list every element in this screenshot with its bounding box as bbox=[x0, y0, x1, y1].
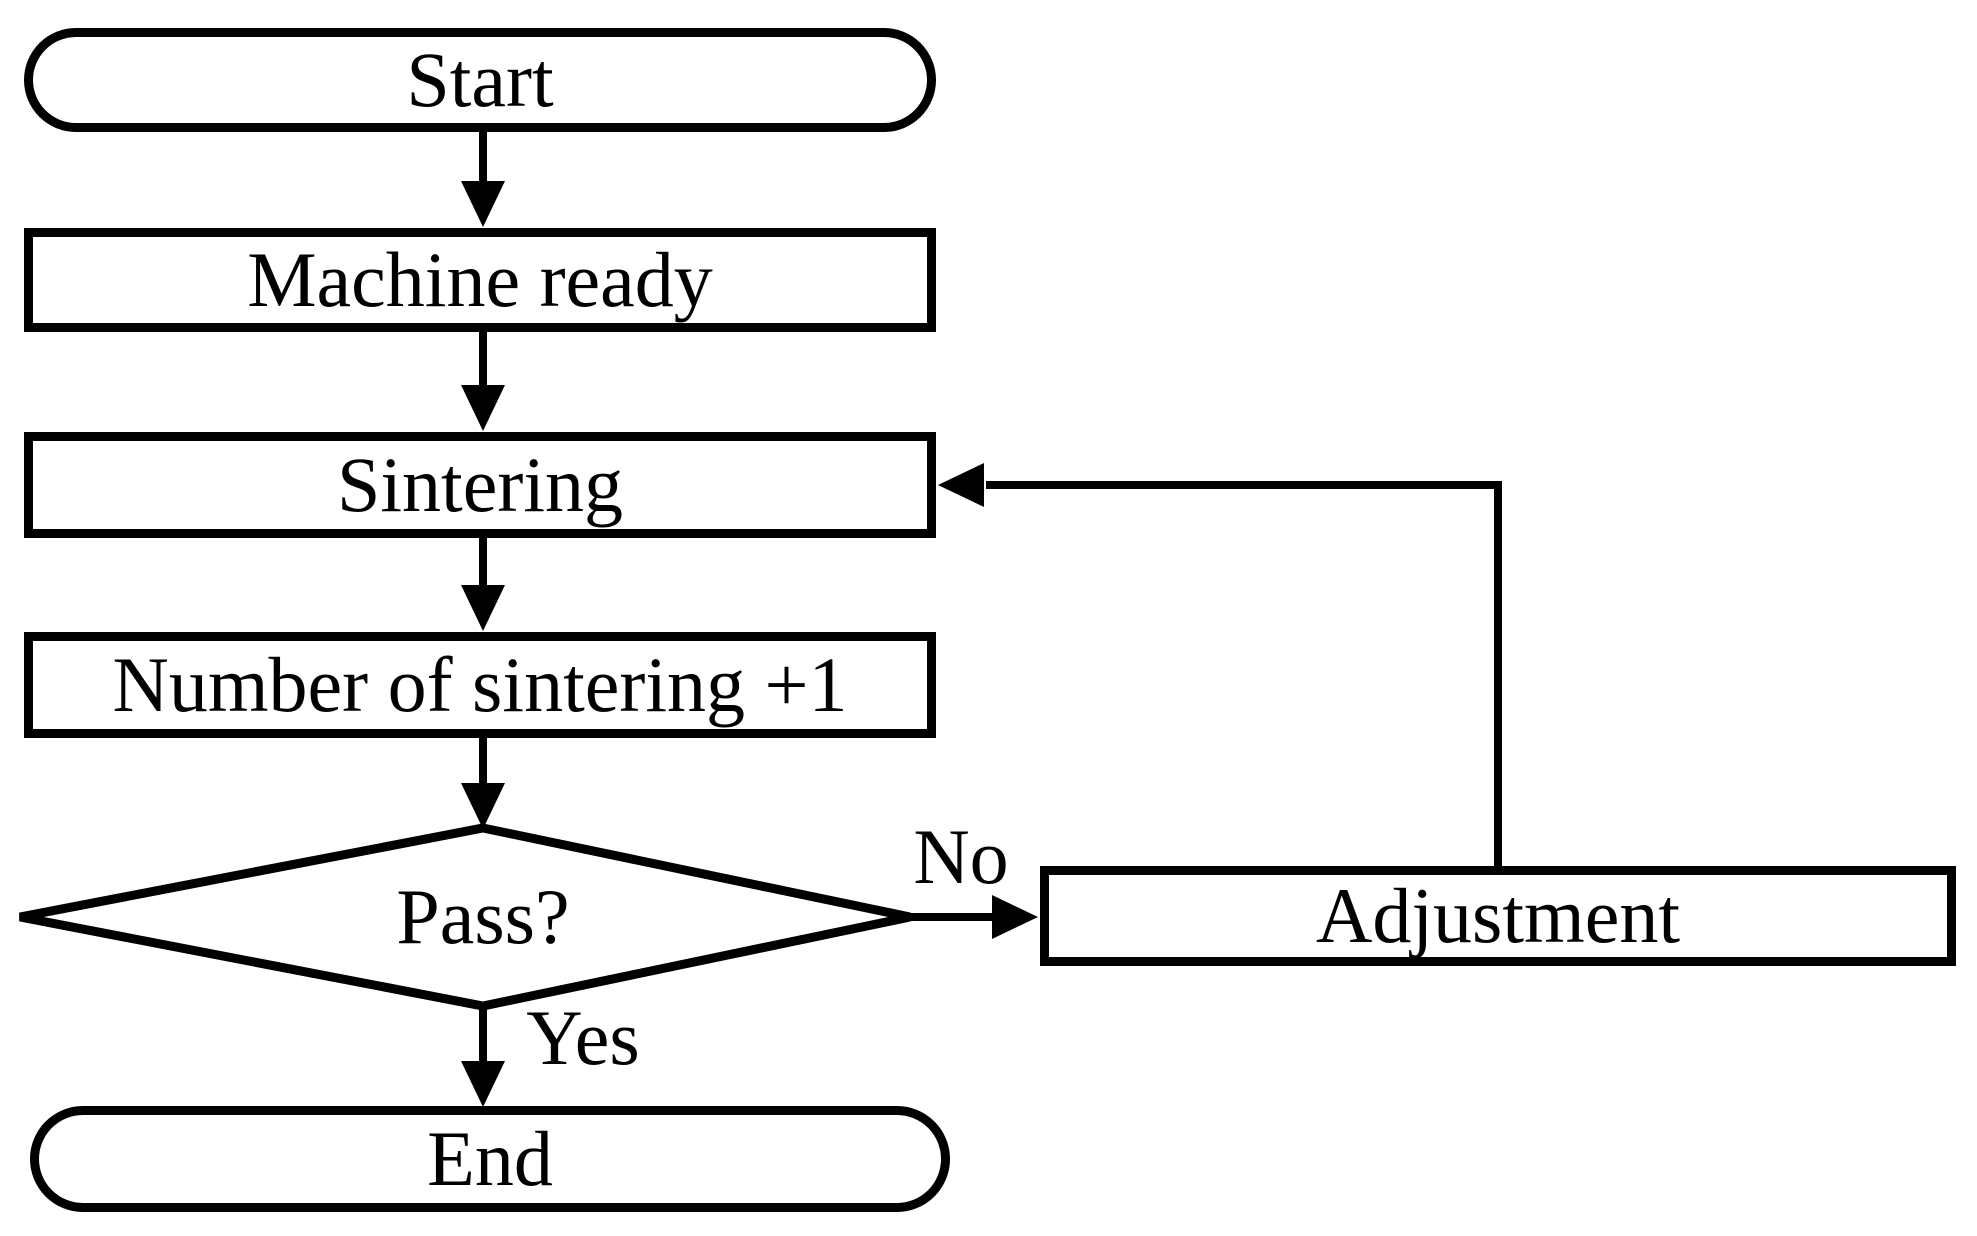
node-sintering: Sintering bbox=[24, 432, 936, 538]
feedback-line-adjustment-to-sintering bbox=[938, 463, 1502, 866]
arrowhead-down-icon bbox=[461, 585, 505, 631]
node-number-of-sintering: Number of sintering +1 bbox=[24, 632, 936, 738]
edge-label-no: No bbox=[886, 817, 1036, 897]
node-number-of-sintering-label: Number of sintering +1 bbox=[112, 641, 848, 728]
node-adjustment-label: Adjustment bbox=[1316, 872, 1680, 959]
arrowhead-down-icon bbox=[461, 783, 505, 829]
node-sintering-label: Sintering bbox=[337, 441, 623, 528]
node-machine-ready: Machine ready bbox=[24, 228, 936, 332]
node-machine-ready-label: Machine ready bbox=[247, 236, 713, 323]
node-pass-decision-label: Pass? bbox=[396, 873, 570, 960]
arrow-start-to-machine-ready bbox=[461, 130, 505, 227]
arrow-machine-ready-to-sintering bbox=[461, 330, 505, 431]
edge-label-yes-text: Yes bbox=[526, 994, 640, 1081]
edge-label-yes: Yes bbox=[508, 998, 658, 1078]
node-end: End bbox=[30, 1106, 950, 1212]
edge-label-no-text: No bbox=[913, 813, 1009, 900]
node-adjustment: Adjustment bbox=[1040, 866, 1956, 966]
node-pass-decision-label-container: Pass? bbox=[283, 872, 683, 962]
node-end-label: End bbox=[427, 1115, 553, 1202]
arrowhead-down-icon bbox=[461, 181, 505, 227]
arrowhead-down-icon bbox=[461, 1061, 505, 1107]
node-start: Start bbox=[24, 28, 936, 132]
node-start-label: Start bbox=[406, 36, 554, 123]
arrowhead-right-icon bbox=[992, 895, 1038, 939]
arrow-sintering-to-number bbox=[461, 536, 505, 631]
arrowhead-down-icon bbox=[461, 385, 505, 431]
arrowhead-left-icon bbox=[938, 463, 984, 507]
arrow-pass-decision-to-end bbox=[461, 1004, 505, 1107]
arrow-number-to-pass-decision bbox=[461, 736, 505, 829]
arrow-pass-decision-to-adjustment bbox=[906, 895, 1038, 939]
